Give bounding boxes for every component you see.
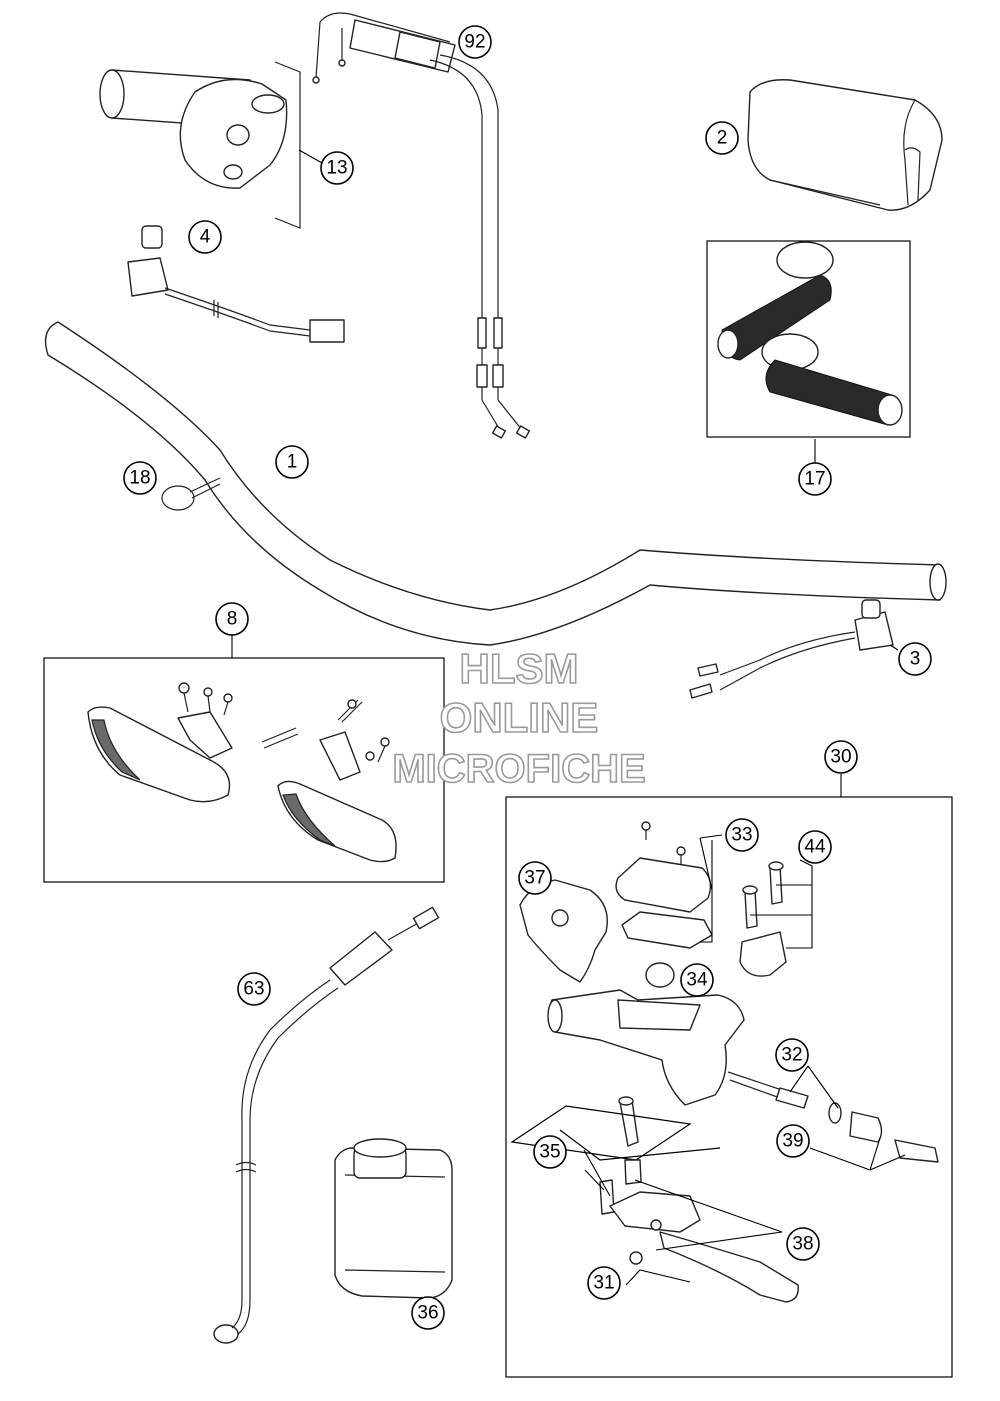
- callout-36: 36: [411, 1296, 445, 1330]
- callout-37: 37: [518, 861, 552, 895]
- callout-30: 30: [824, 740, 858, 774]
- hydraulic-fluid-bottle: [334, 1138, 453, 1299]
- svg-text:4: 4: [200, 227, 211, 248]
- callout-34: 34: [680, 963, 714, 997]
- svg-text:34: 34: [686, 970, 708, 991]
- handguard-box: [43, 657, 445, 883]
- svg-text:92: 92: [464, 32, 485, 53]
- svg-text:36: 36: [417, 1303, 438, 1324]
- throttle-cables: [312, 12, 531, 439]
- svg-text:38: 38: [792, 1234, 813, 1255]
- svg-text:33: 33: [731, 825, 752, 846]
- callout-38: 38: [786, 1227, 820, 1261]
- throttle-grip-assembly: [99, 61, 301, 229]
- callout-32: 32: [775, 1038, 809, 1072]
- svg-text:3: 3: [910, 649, 921, 670]
- callout-13: 13: [320, 151, 354, 185]
- svg-text:37: 37: [524, 868, 545, 889]
- clutch-hose: [213, 906, 440, 1344]
- svg-text:39: 39: [782, 1131, 803, 1152]
- callout-63: 63: [237, 972, 271, 1006]
- handlebar-pad: [747, 79, 943, 211]
- callout-31: 31: [587, 1266, 621, 1300]
- callout-8: 8: [215, 602, 249, 636]
- grips-box: [706, 240, 911, 438]
- watermark-line-3: MICROFICHE: [392, 747, 645, 791]
- svg-text:30: 30: [830, 747, 851, 768]
- callout-35: 35: [533, 1135, 567, 1169]
- svg-text:44: 44: [804, 837, 826, 858]
- svg-text:31: 31: [593, 1273, 614, 1294]
- svg-text:32: 32: [781, 1045, 802, 1066]
- watermark: HLSM ONLINE MICROFICHE: [392, 644, 647, 792]
- svg-text:2: 2: [717, 128, 728, 149]
- handlebar: [44, 321, 947, 646]
- hot-start-switch: [689, 599, 894, 699]
- watermark-line-2: ONLINE: [440, 694, 599, 741]
- callout-17: 17: [798, 462, 832, 496]
- callout-1: 1: [275, 445, 309, 479]
- leader-lines: [231, 149, 906, 1286]
- svg-text:1: 1: [287, 452, 298, 473]
- watermark-line-1: HLSM: [460, 645, 579, 692]
- callout-2: 2: [705, 121, 739, 155]
- svg-text:18: 18: [129, 468, 150, 489]
- master-cylinder-box: [505, 796, 953, 1378]
- cable-tie: [161, 477, 221, 511]
- svg-text:35: 35: [539, 1142, 560, 1163]
- svg-text:63: 63: [243, 979, 264, 1000]
- callout-4: 4: [188, 220, 222, 254]
- callout-39: 39: [776, 1124, 810, 1158]
- kill-switch: [127, 225, 345, 343]
- svg-text:13: 13: [326, 158, 347, 179]
- callout-3: 3: [898, 642, 932, 676]
- svg-text:17: 17: [804, 469, 825, 490]
- callout-18: 18: [123, 461, 157, 495]
- svg-text:8: 8: [227, 609, 238, 630]
- callout-92: 92: [458, 25, 492, 59]
- callout-44: 44: [798, 830, 832, 864]
- callout-33: 33: [725, 818, 759, 852]
